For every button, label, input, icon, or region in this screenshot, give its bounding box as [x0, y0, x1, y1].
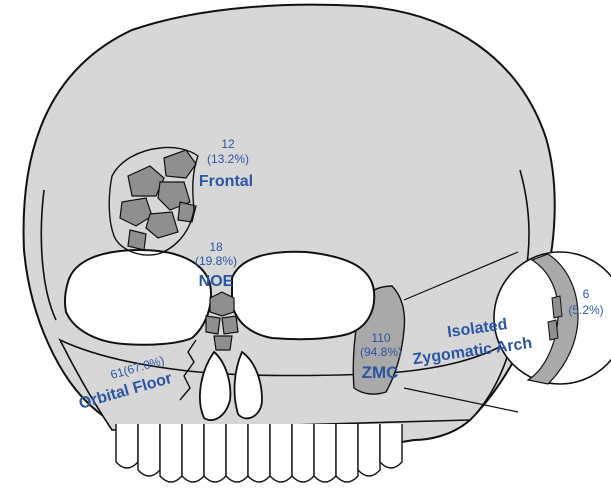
tooth	[292, 424, 314, 482]
left-orbit	[65, 250, 211, 345]
tooth	[160, 424, 182, 482]
tooth	[116, 424, 138, 468]
zygomatic-arch-count: 6	[583, 287, 590, 301]
zmc-label: ZMC	[362, 363, 399, 382]
right-orbit	[232, 252, 374, 339]
tooth	[248, 424, 270, 482]
tooth	[182, 424, 204, 482]
frontal-percent: (13.2%)	[207, 152, 249, 166]
tooth	[138, 424, 160, 476]
tooth	[226, 424, 248, 482]
tooth	[270, 424, 292, 482]
tooth	[336, 424, 358, 482]
zygomatic-arch-fragment-1	[552, 296, 562, 318]
teeth-row	[116, 424, 402, 482]
frontal-label: Frontal	[199, 173, 253, 190]
tooth	[358, 424, 380, 476]
noe-percent: (19.8%)	[195, 254, 237, 268]
noe-label: NOE	[199, 273, 234, 290]
noe-count: 18	[209, 240, 223, 254]
zmc-count: 110	[371, 331, 390, 345]
zmc-percent: (94.8%)	[360, 345, 402, 359]
frontal-count: 12	[221, 137, 235, 151]
tooth	[314, 424, 336, 482]
zygomatic-arch-fragment-2	[548, 320, 558, 340]
zygomatic-arch-percent: (5.2%)	[568, 303, 603, 317]
tooth	[204, 424, 226, 482]
tooth	[380, 424, 402, 468]
